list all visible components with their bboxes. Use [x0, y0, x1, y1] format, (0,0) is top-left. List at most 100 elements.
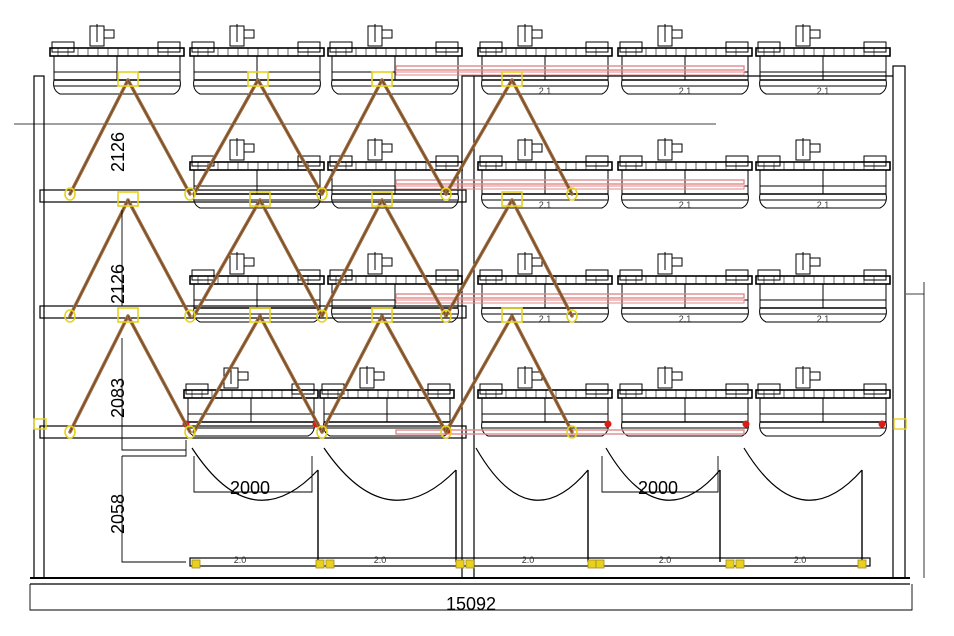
marker-dot: [604, 420, 612, 428]
brace-arm-edge: [127, 315, 191, 433]
pivot-box: [117, 307, 139, 323]
swing-arc: [605, 447, 721, 501]
pallet: 2.1: [755, 138, 891, 210]
dimension-ground: 2058: [108, 494, 128, 534]
brace-arm-edge: [511, 315, 573, 433]
brace-arm-edge: [257, 79, 323, 195]
brace-arm-edge: [193, 315, 261, 433]
brace-arm-edge: [445, 199, 513, 317]
brace-foot-pin: [64, 309, 76, 323]
pallet: 2.1: [617, 24, 753, 96]
brace-foot-pin: [64, 187, 76, 201]
pallet: [327, 24, 463, 95]
brace-arm-edge: [259, 199, 323, 317]
pallet-label: 2.1: [817, 314, 830, 324]
brace-arm-edge: [193, 199, 261, 317]
pallet: [49, 24, 185, 95]
brace-arm-edge: [69, 199, 129, 317]
wheel: [857, 559, 867, 569]
pallet-label: 2.1: [679, 200, 692, 210]
reference-lines: [14, 123, 925, 578]
pivot-box: [117, 191, 139, 207]
pallet: [755, 366, 891, 437]
pivot-box: [501, 71, 523, 87]
brace-foot-pin: [440, 425, 452, 439]
brace-foot-pin: [316, 187, 328, 201]
wheel: [315, 559, 325, 569]
brace-arm-edge: [445, 315, 513, 433]
ground-pallet-label: 2.0: [374, 555, 387, 565]
pivot-box: [371, 191, 393, 207]
ground-pallet-label: 2.0: [794, 555, 807, 565]
wheel: [595, 559, 605, 569]
wheel: [735, 559, 745, 569]
brace-foot-pin: [440, 187, 452, 201]
dimension-bay-left: 2000: [230, 478, 270, 498]
brace-arm-edge: [381, 199, 447, 317]
brace-arm-edge: [321, 315, 383, 433]
wheel: [465, 559, 475, 569]
pallet: 2.1: [755, 252, 891, 324]
brace-foot-pin: [184, 187, 196, 201]
pivot-box: [249, 191, 271, 207]
brace-foot-pin: [184, 309, 196, 323]
brace-arm-edge: [69, 315, 129, 433]
marker-dot: [878, 420, 886, 428]
pallet-label: 2.1: [679, 314, 692, 324]
end-stop: [893, 418, 907, 430]
rail-highlight: [395, 293, 745, 304]
dimension-total-length: 15092: [446, 594, 496, 614]
pallet: [477, 366, 613, 437]
dimension-tier-lower: 2083: [108, 378, 128, 418]
brace-arm-edge: [381, 79, 447, 195]
pallet: 2.1: [617, 252, 753, 324]
dimension-tier-top: 2126: [108, 132, 128, 172]
brace-foot-pin: [440, 309, 452, 323]
brace-foot-pin: [64, 425, 76, 439]
ground-base-rail: [189, 557, 871, 567]
pivot-box: [117, 71, 139, 87]
pallet-label: 2.1: [817, 200, 830, 210]
brace-foot-pin: [184, 425, 196, 439]
ground-pallet-label: 2.0: [234, 555, 247, 565]
dimension-lines: [29, 210, 913, 611]
brace-foot-pin: [316, 425, 328, 439]
dimension-tier-middle: 2126: [108, 264, 128, 304]
wheel: [191, 559, 201, 569]
pallet-label: 2.1: [817, 86, 830, 96]
swing-arc: [475, 447, 589, 501]
pallet: 2.1: [477, 138, 613, 210]
brace-arm-edge: [127, 79, 191, 195]
pivot-box: [371, 307, 393, 323]
ground-pallet-label: 2.0: [522, 555, 535, 565]
brace-foot-pin: [316, 309, 328, 323]
frame-structure: [30, 65, 910, 585]
brace-arm-edge: [193, 79, 259, 195]
swing-arc: [323, 447, 457, 501]
pivot-box: [371, 71, 393, 87]
diagonal-braces: [33, 71, 907, 439]
pallet: 2.1: [477, 24, 613, 96]
pivot-box: [501, 307, 523, 323]
brace-foot-pin: [566, 309, 578, 323]
pallet-label: 2.1: [539, 200, 552, 210]
pallet: 2.1: [755, 24, 891, 96]
marker-dot: [742, 420, 750, 428]
brace-arm-edge: [511, 79, 573, 195]
end-stop: [33, 418, 47, 430]
pivot-box: [249, 307, 271, 323]
wheel: [455, 559, 465, 569]
wheel: [725, 559, 735, 569]
pallet: [189, 138, 325, 209]
brace-arm-edge: [69, 79, 129, 195]
pallet: [617, 366, 753, 437]
wheel: [325, 559, 335, 569]
brace-arm-edge: [127, 199, 191, 317]
rail-highlight: [395, 65, 745, 76]
dimension-bay-right: 2000: [638, 478, 678, 498]
swing-arc: [743, 447, 863, 501]
pallet-label: 2.1: [539, 314, 552, 324]
brace-foot-pin: [566, 187, 578, 201]
